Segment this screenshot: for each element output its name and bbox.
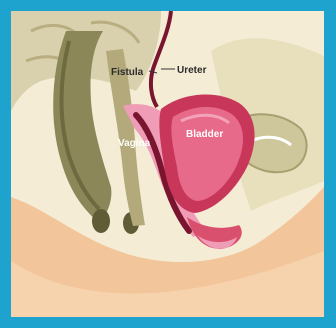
fistula-label: Fistula bbox=[111, 67, 144, 78]
anatomy-illustration: Fistula Ureter Bladder Vagina bbox=[11, 11, 324, 317]
coccyx-tip bbox=[92, 209, 110, 233]
vagina-label: Vagina bbox=[118, 138, 151, 149]
bladder-label: Bladder bbox=[186, 129, 223, 140]
pelvic-anatomy-diagram: Fistula Ureter Bladder Vagina bbox=[11, 11, 324, 317]
ureter-label: Ureter bbox=[177, 65, 207, 76]
